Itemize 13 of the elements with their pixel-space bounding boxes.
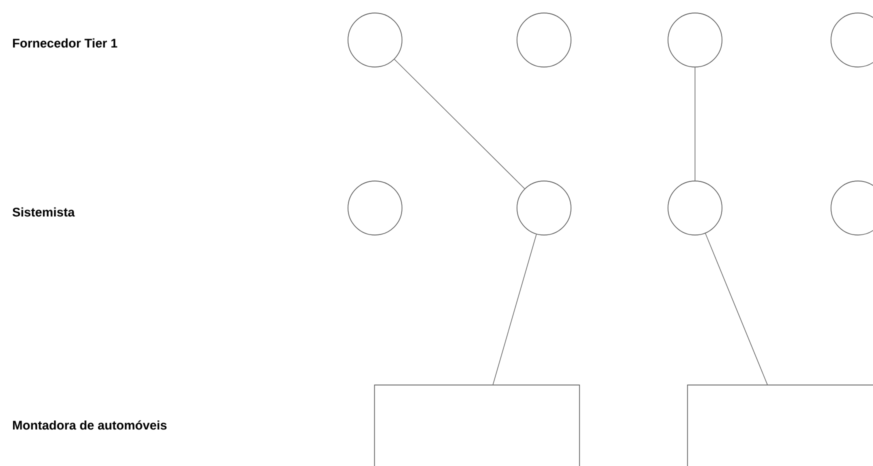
connector-line	[694, 67, 696, 181]
circle-node	[516, 12, 572, 68]
connector-line	[492, 234, 537, 385]
connector-line	[394, 58, 525, 190]
circle-node	[516, 180, 572, 236]
row-label: Montadora de automóveis	[13, 420, 167, 430]
circle-node	[348, 180, 402, 236]
connector-line	[705, 233, 768, 385]
circle-node	[348, 12, 402, 68]
circle-node	[668, 180, 722, 236]
circle-node	[668, 12, 722, 68]
row-label: Sistemista	[12, 207, 75, 217]
row-label: Fornecedor Tier 1	[13, 38, 118, 48]
